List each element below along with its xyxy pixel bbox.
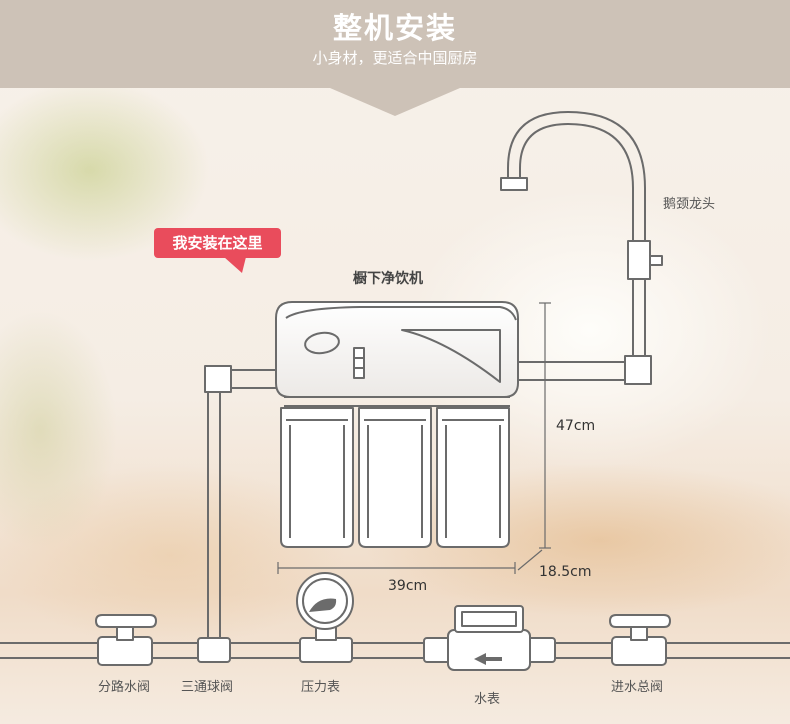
machine-label: 橱下净饮机 — [353, 271, 423, 287]
main-valve-label: 进水总阀 — [611, 680, 664, 695]
water-meter-icon — [423, 605, 556, 671]
tee-valve-label: 三通球阀 — [181, 680, 234, 695]
gooseneck-faucet-icon — [500, 111, 663, 380]
filter-cartridge — [436, 407, 510, 548]
header-arrow — [330, 88, 460, 116]
width-dimension-label: 39cm — [388, 578, 428, 594]
tee-valve-icon — [197, 637, 231, 663]
filter-cartridge — [358, 407, 432, 548]
install-location-callout: 我安装在这里 — [154, 228, 281, 258]
page-title: 整机安装 — [332, 11, 457, 45]
branch-valve-icon — [95, 614, 157, 666]
pressure-gauge-icon — [296, 572, 354, 663]
main-valve-icon — [609, 614, 671, 666]
height-dimension-label: 47cm — [556, 418, 596, 434]
branch-valve-label: 分路水阀 — [98, 680, 151, 695]
dimension-lines — [277, 302, 551, 574]
water-meter-label: 水表 — [474, 692, 501, 707]
pressure-gauge-label: 压力表 — [301, 680, 341, 695]
inlet-pipe — [204, 365, 276, 640]
callout-tail — [224, 257, 246, 273]
purifier-head-unit — [275, 301, 519, 407]
faucet-pipe — [518, 355, 652, 385]
faucet-label: 鹅颈龙头 — [663, 197, 716, 212]
page-subtitle: 小身材，更适合中国厨房 — [312, 49, 478, 67]
filter-cartridge — [280, 407, 354, 548]
header-band — [0, 0, 790, 88]
depth-dimension-label: 18.5cm — [539, 564, 592, 580]
